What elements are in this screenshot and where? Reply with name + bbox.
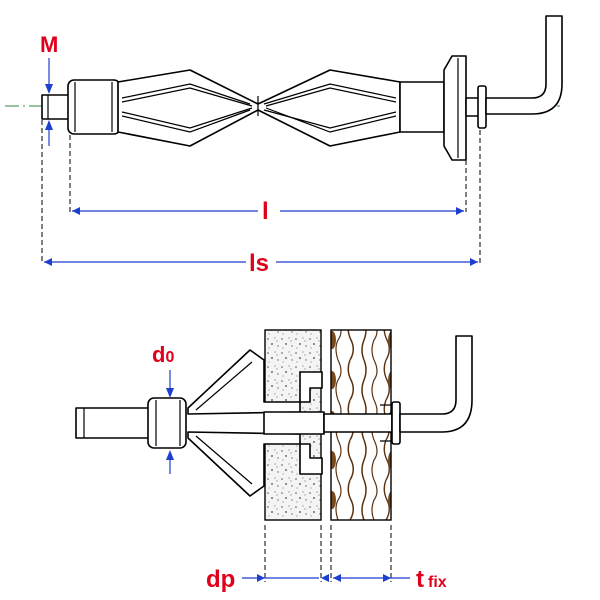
washer [477, 85, 487, 129]
label-ls: ls [249, 250, 269, 277]
installed-collar [147, 397, 187, 449]
screw-thread-end [41, 94, 71, 120]
anchor-sleeve [117, 69, 401, 147]
label-dp: dp [206, 566, 235, 593]
label-l: l [262, 198, 269, 225]
expanded-wing-bottom [187, 431, 301, 497]
expanded-wing-top [187, 349, 301, 415]
hook-screw [485, 15, 563, 115]
label-d0: d0 [152, 342, 174, 367]
anchor-side-view: M l ls [5, 15, 563, 277]
label-M: M [40, 32, 58, 57]
installed-hook [399, 335, 473, 433]
anchor-flange [443, 55, 467, 161]
